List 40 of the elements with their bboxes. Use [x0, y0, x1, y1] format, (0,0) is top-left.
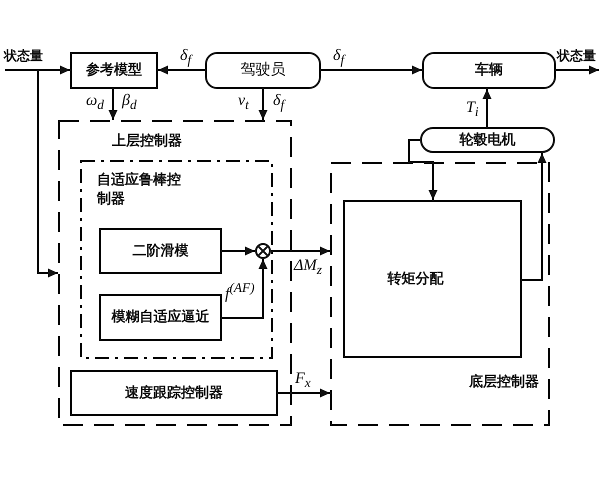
- edge-label: δ$_{f}$: [333, 47, 344, 70]
- arrow: [482, 89, 492, 127]
- arrow: [258, 89, 268, 120]
- process-box: 模糊自适应逼近: [99, 294, 222, 341]
- edge-label: 状态量: [557, 49, 596, 65]
- edge-label: T$_{i}$: [466, 99, 479, 122]
- edge-label: ω$_{d}$: [86, 92, 104, 114]
- controller-frame: [58, 120, 292, 426]
- process-box: 二阶滑模: [99, 228, 222, 274]
- arrow: [278, 388, 330, 398]
- frame-title: 自适应鲁棒控制器: [97, 171, 182, 209]
- rounded-box: 轮毂电机: [420, 127, 555, 153]
- arrow: [222, 259, 268, 319]
- arrow: [522, 153, 546, 281]
- process-box: 速度跟踪控制器: [70, 370, 278, 416]
- frame-title: 上层控制器: [112, 132, 183, 151]
- controller-frame: [330, 162, 550, 426]
- controller-frame: [80, 160, 273, 359]
- edge-label: f$^{(AF)}$: [225, 279, 255, 304]
- arrow: [158, 66, 205, 74]
- edge-label: 状态量: [4, 49, 43, 65]
- process-box: 转矩分配: [343, 200, 522, 358]
- arrow: [408, 139, 438, 200]
- process-box: 参考模型: [70, 52, 158, 89]
- arrow: [222, 246, 255, 256]
- signal-label: β$_{d}$: [122, 92, 137, 114]
- frame-title: 底层控制器: [469, 373, 540, 392]
- rounded-box: 驾驶员: [205, 52, 321, 89]
- arrow: [556, 66, 599, 74]
- junction-circle: [255, 243, 271, 259]
- edge-label: F$_{x}$: [295, 370, 311, 392]
- arrow: [5, 69, 58, 278]
- arrow: [108, 89, 118, 120]
- edge-label: ΔM$_{z}$: [294, 257, 322, 280]
- signal-label: δ$_{f}$: [273, 92, 284, 114]
- arrow: [321, 66, 422, 74]
- rounded-box: 车辆: [422, 52, 556, 89]
- edge-label: δ$_{f}$: [180, 47, 192, 70]
- arrow: [271, 246, 330, 256]
- edge-label: v$_{t}$: [238, 92, 249, 114]
